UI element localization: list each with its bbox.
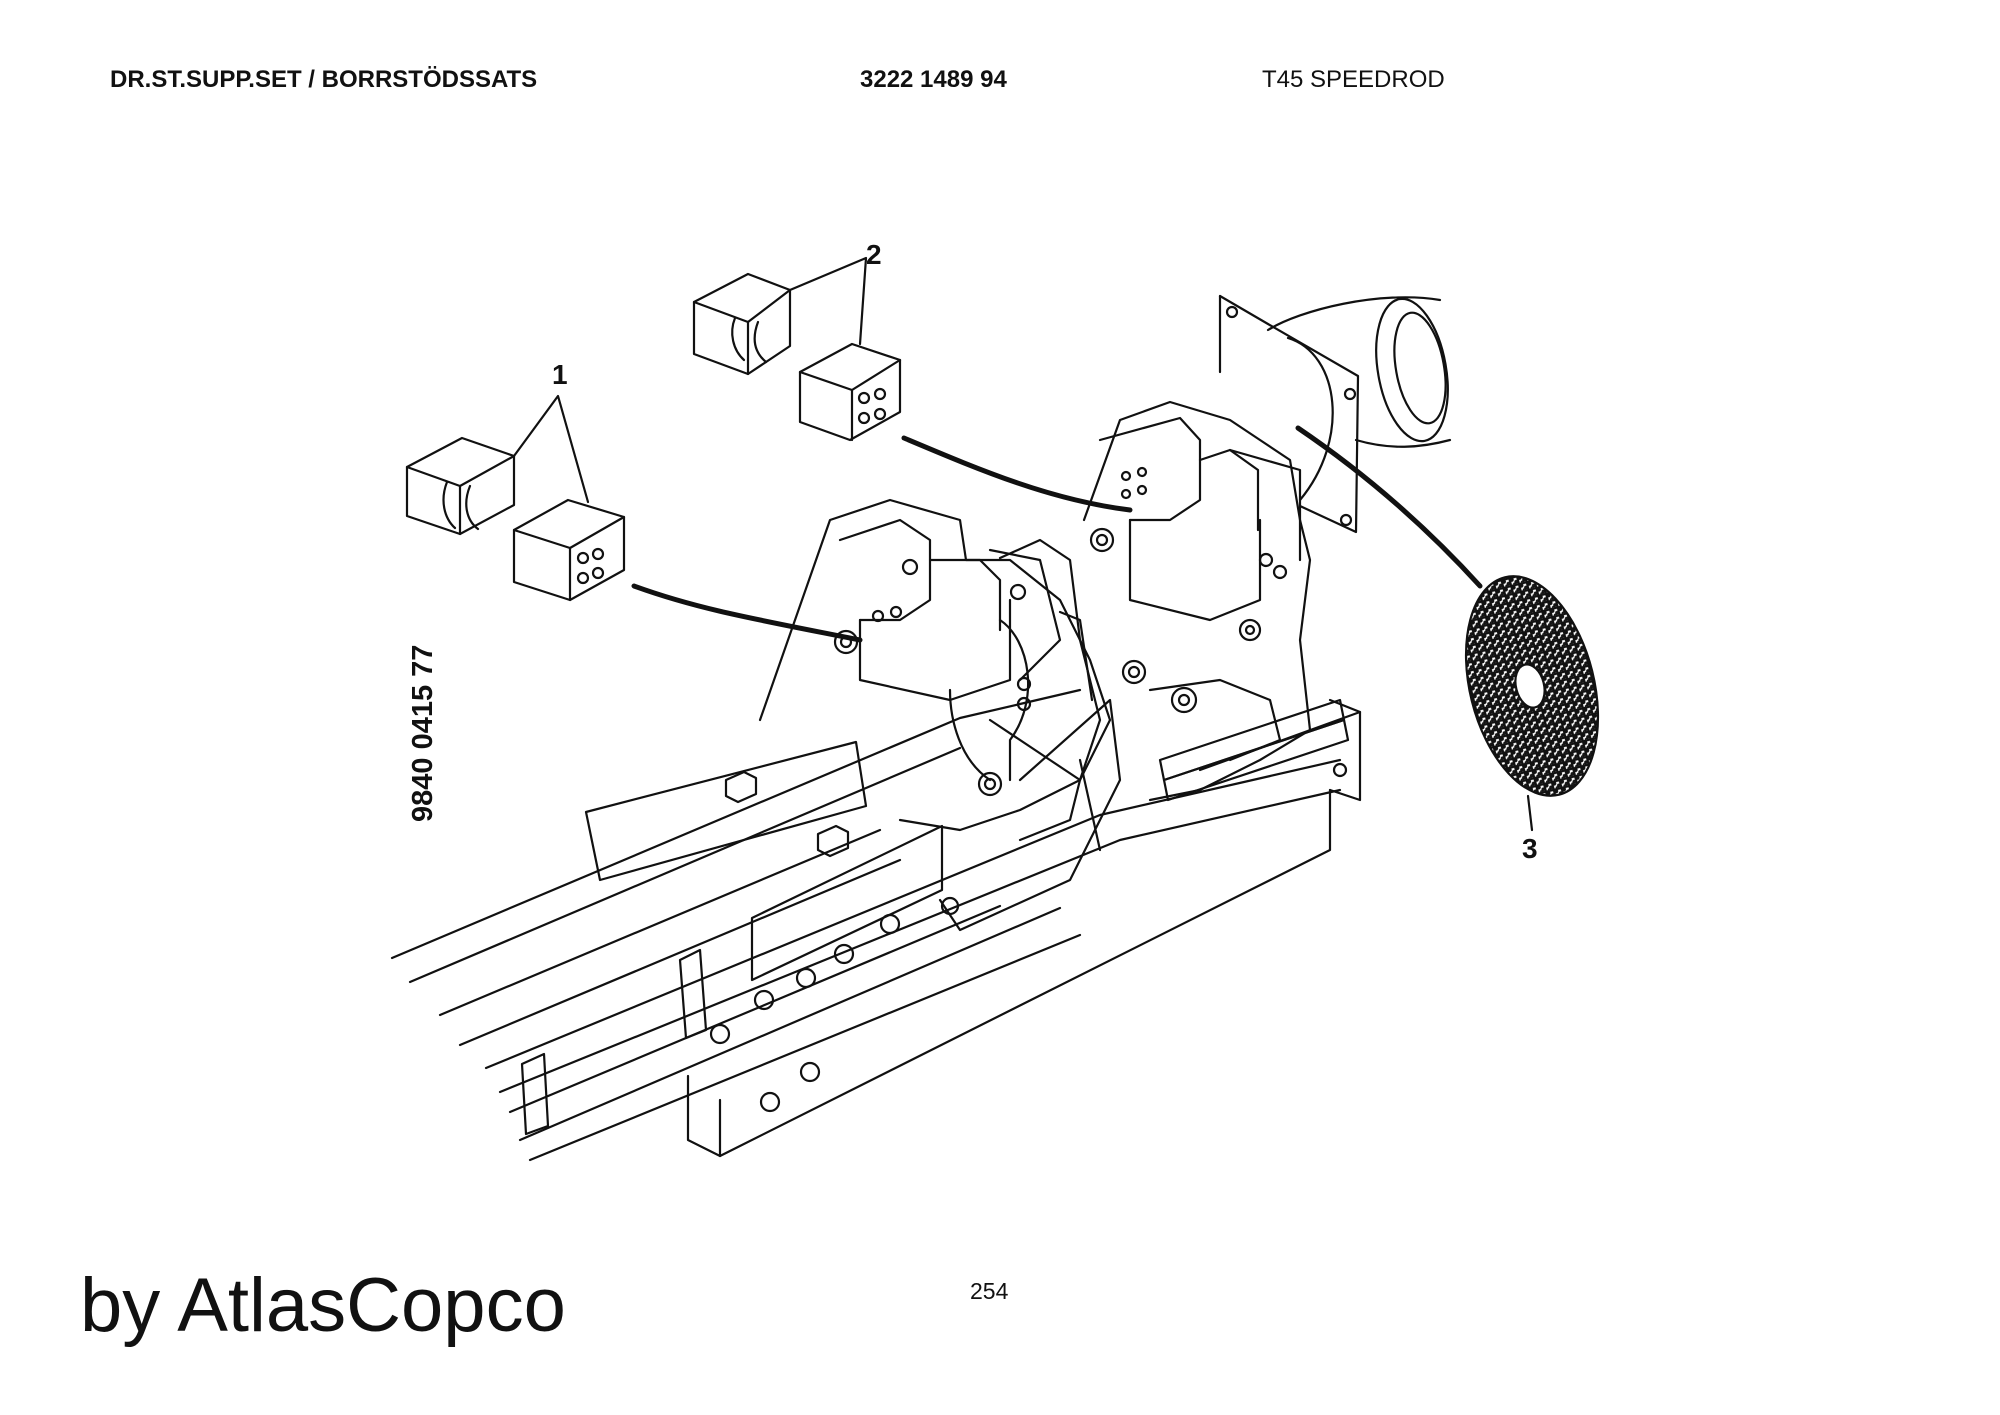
brand-footer: by AtlasCopco: [80, 1263, 566, 1348]
part-number: 3222 1489 94: [860, 66, 1007, 93]
callout-3: 3: [1522, 833, 1538, 864]
rear-drill-steel-support: [1082, 294, 1452, 802]
model-name: T45 SPEEDROD: [1262, 66, 1445, 93]
callout-1: 1: [552, 359, 568, 390]
front-drill-steel-support: [758, 498, 1122, 932]
part-2-support-blocks: [692, 256, 1133, 513]
part-3-washer: [1295, 425, 1600, 832]
drawing-number: 9840 0415 77: [407, 645, 439, 822]
document-title: DR.ST.SUPP.SET / BORRSTÖDSSATS: [110, 66, 538, 93]
page-number: 254: [970, 1278, 1009, 1304]
feed-beam-assembly: [390, 688, 1362, 1162]
part-1-support-blocks: [405, 394, 863, 643]
callout-2: 2: [866, 239, 882, 270]
